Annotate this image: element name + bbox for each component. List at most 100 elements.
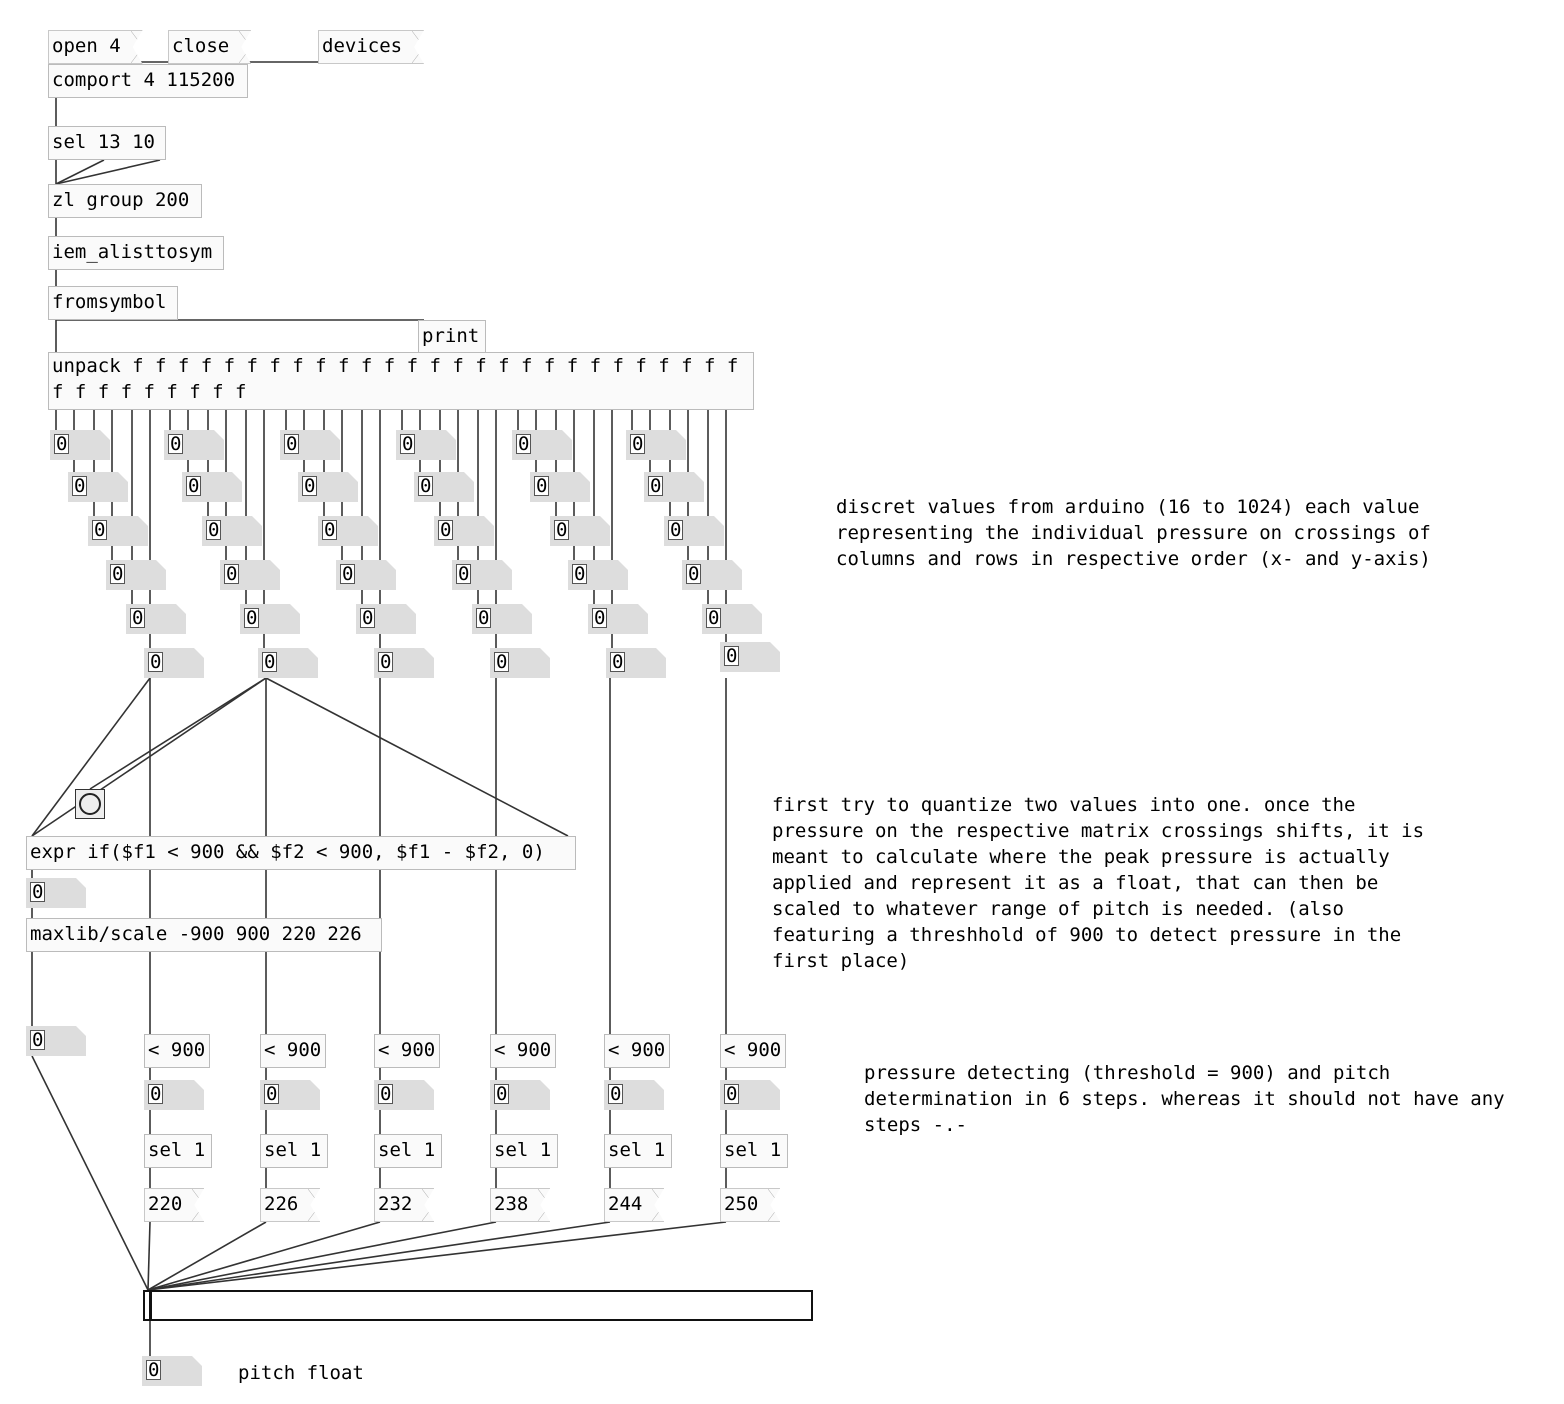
number-box-g4-r1[interactable]: 0 [396, 430, 456, 460]
number-box-g4-r5[interactable]: 0 [472, 604, 532, 634]
number-box-g1-r6[interactable]: 0 [144, 648, 204, 678]
number-box-g4-r4[interactable]: 0 [452, 560, 512, 590]
number-value: 0 [208, 519, 220, 541]
threshold-number-3[interactable]: 0 [374, 1080, 434, 1110]
scale-object[interactable]: maxlib/scale -900 900 220 226 [26, 918, 382, 952]
threshold-number-2[interactable]: 0 [260, 1080, 320, 1110]
alisttosym-object[interactable]: iem_alisttosym [48, 236, 224, 270]
lt-900-object-6[interactable]: < 900 [720, 1034, 786, 1068]
patch-cord [147, 1221, 381, 1291]
number-value: 0 [726, 645, 738, 667]
number-value: 0 [420, 475, 432, 497]
lt-900-object-1[interactable]: < 900 [144, 1034, 210, 1068]
number-box-g2-r1[interactable]: 0 [164, 430, 224, 460]
number-box-g2-r4[interactable]: 0 [220, 560, 280, 590]
number-value: 0 [688, 563, 700, 585]
number-value: 0 [150, 1083, 162, 1105]
sel-1-object-1[interactable]: sel 1 [144, 1134, 212, 1168]
number-box-g2-r5[interactable]: 0 [240, 604, 300, 634]
number-value: 0 [148, 1359, 160, 1381]
lt-900-object-3[interactable]: < 900 [374, 1034, 440, 1068]
sel-1-object-5[interactable]: sel 1 [604, 1134, 672, 1168]
devices-message[interactable]: devices [318, 30, 424, 64]
threshold-number-1[interactable]: 0 [144, 1080, 204, 1110]
number-value: 0 [342, 563, 354, 585]
number-box-g1-r5[interactable]: 0 [126, 604, 186, 634]
comport-object[interactable]: comport 4 115200 [48, 64, 248, 98]
number-value: 0 [574, 563, 586, 585]
pitch-message-5[interactable]: 244 [604, 1188, 664, 1222]
number-box-g1-r2[interactable]: 0 [68, 472, 128, 502]
number-value: 0 [458, 563, 470, 585]
number-box-g1-r1[interactable]: 0 [50, 430, 110, 460]
number-box-g5-r5[interactable]: 0 [588, 604, 648, 634]
close-message[interactable]: close [168, 30, 251, 64]
number-box-g3-r5[interactable]: 0 [356, 604, 416, 634]
threshold-number-4[interactable]: 0 [490, 1080, 550, 1110]
number-box-g6-r5[interactable]: 0 [702, 604, 762, 634]
number-box-g3-r2[interactable]: 0 [298, 472, 358, 502]
number-box-g4-r3[interactable]: 0 [434, 516, 494, 546]
number-box-g5-r4[interactable]: 0 [568, 560, 628, 590]
fromsymbol-object[interactable]: fromsymbol [48, 286, 178, 320]
number-value: 0 [518, 433, 530, 455]
number-box-g6-r6[interactable]: 0 [720, 642, 780, 672]
number-value: 0 [380, 1083, 392, 1105]
number-box-g2-r6[interactable]: 0 [258, 648, 318, 678]
number-box-g5-r6[interactable]: 0 [606, 648, 666, 678]
lt-900-object-2[interactable]: < 900 [260, 1034, 326, 1068]
pitch-message-3[interactable]: 232 [374, 1188, 434, 1222]
number-box-g3-r3[interactable]: 0 [318, 516, 378, 546]
number-value: 0 [594, 607, 606, 629]
number-box-g6-r4[interactable]: 0 [682, 560, 742, 590]
number-box-g5-r2[interactable]: 0 [530, 472, 590, 502]
threshold-number-6[interactable]: 0 [720, 1080, 780, 1110]
lt-900-object-5[interactable]: < 900 [604, 1034, 670, 1068]
number-box-g5-r1[interactable]: 0 [512, 430, 572, 460]
number-box-g3-r1[interactable]: 0 [280, 430, 340, 460]
number-value: 0 [496, 1083, 508, 1105]
number-box-g1-r3[interactable]: 0 [88, 516, 148, 546]
number-value: 0 [246, 607, 258, 629]
number-box-g2-r3[interactable]: 0 [202, 516, 262, 546]
threshold-number-5[interactable]: 0 [604, 1080, 664, 1110]
sel-1-object-4[interactable]: sel 1 [490, 1134, 558, 1168]
expr-output-number[interactable]: 0 [26, 878, 86, 908]
sel-1-object-3[interactable]: sel 1 [374, 1134, 442, 1168]
number-value: 0 [726, 1083, 738, 1105]
number-value: 0 [670, 519, 682, 541]
number-box-g1-r4[interactable]: 0 [106, 560, 166, 590]
number-value: 0 [32, 1029, 44, 1051]
slider-knob[interactable] [145, 1292, 152, 1319]
pitch-number[interactable]: 0 [142, 1356, 202, 1386]
pitch-message-4[interactable]: 238 [490, 1188, 550, 1222]
sel-1-object-2[interactable]: sel 1 [260, 1134, 328, 1168]
number-value: 0 [440, 519, 452, 541]
zl-group-object[interactable]: zl group 200 [48, 184, 202, 218]
pitch-message-6[interactable]: 250 [720, 1188, 780, 1222]
number-box-g3-r4[interactable]: 0 [336, 560, 396, 590]
number-box-g5-r3[interactable]: 0 [550, 516, 610, 546]
sel-1-object-6[interactable]: sel 1 [720, 1134, 788, 1168]
pitch-slider[interactable] [143, 1290, 813, 1321]
print-object[interactable]: print [418, 320, 486, 354]
scaled-number[interactable]: 0 [26, 1026, 86, 1056]
bang-button[interactable] [75, 789, 105, 819]
pitch-message-2[interactable]: 226 [260, 1188, 320, 1222]
expr-object[interactable]: expr if($f1 < 900 && $f2 < 900, $f1 - $f… [26, 836, 576, 870]
number-box-g3-r6[interactable]: 0 [374, 648, 434, 678]
number-box-g6-r1[interactable]: 0 [626, 430, 686, 460]
number-value: 0 [32, 881, 44, 903]
number-box-g6-r2[interactable]: 0 [644, 472, 704, 502]
sel-13-10-object[interactable]: sel 13 10 [48, 126, 166, 160]
number-box-g6-r3[interactable]: 0 [664, 516, 724, 546]
number-value: 0 [536, 475, 548, 497]
number-box-g2-r2[interactable]: 0 [182, 472, 242, 502]
unpack-object[interactable]: unpack f f f f f f f f f f f f f f f f f… [48, 352, 754, 410]
open-message[interactable]: open 4 [48, 30, 143, 64]
pitch-message-1[interactable]: 220 [144, 1188, 204, 1222]
number-box-g4-r2[interactable]: 0 [414, 472, 474, 502]
number-box-g4-r6[interactable]: 0 [490, 648, 550, 678]
lt-900-object-4[interactable]: < 900 [490, 1034, 556, 1068]
number-value: 0 [226, 563, 238, 585]
